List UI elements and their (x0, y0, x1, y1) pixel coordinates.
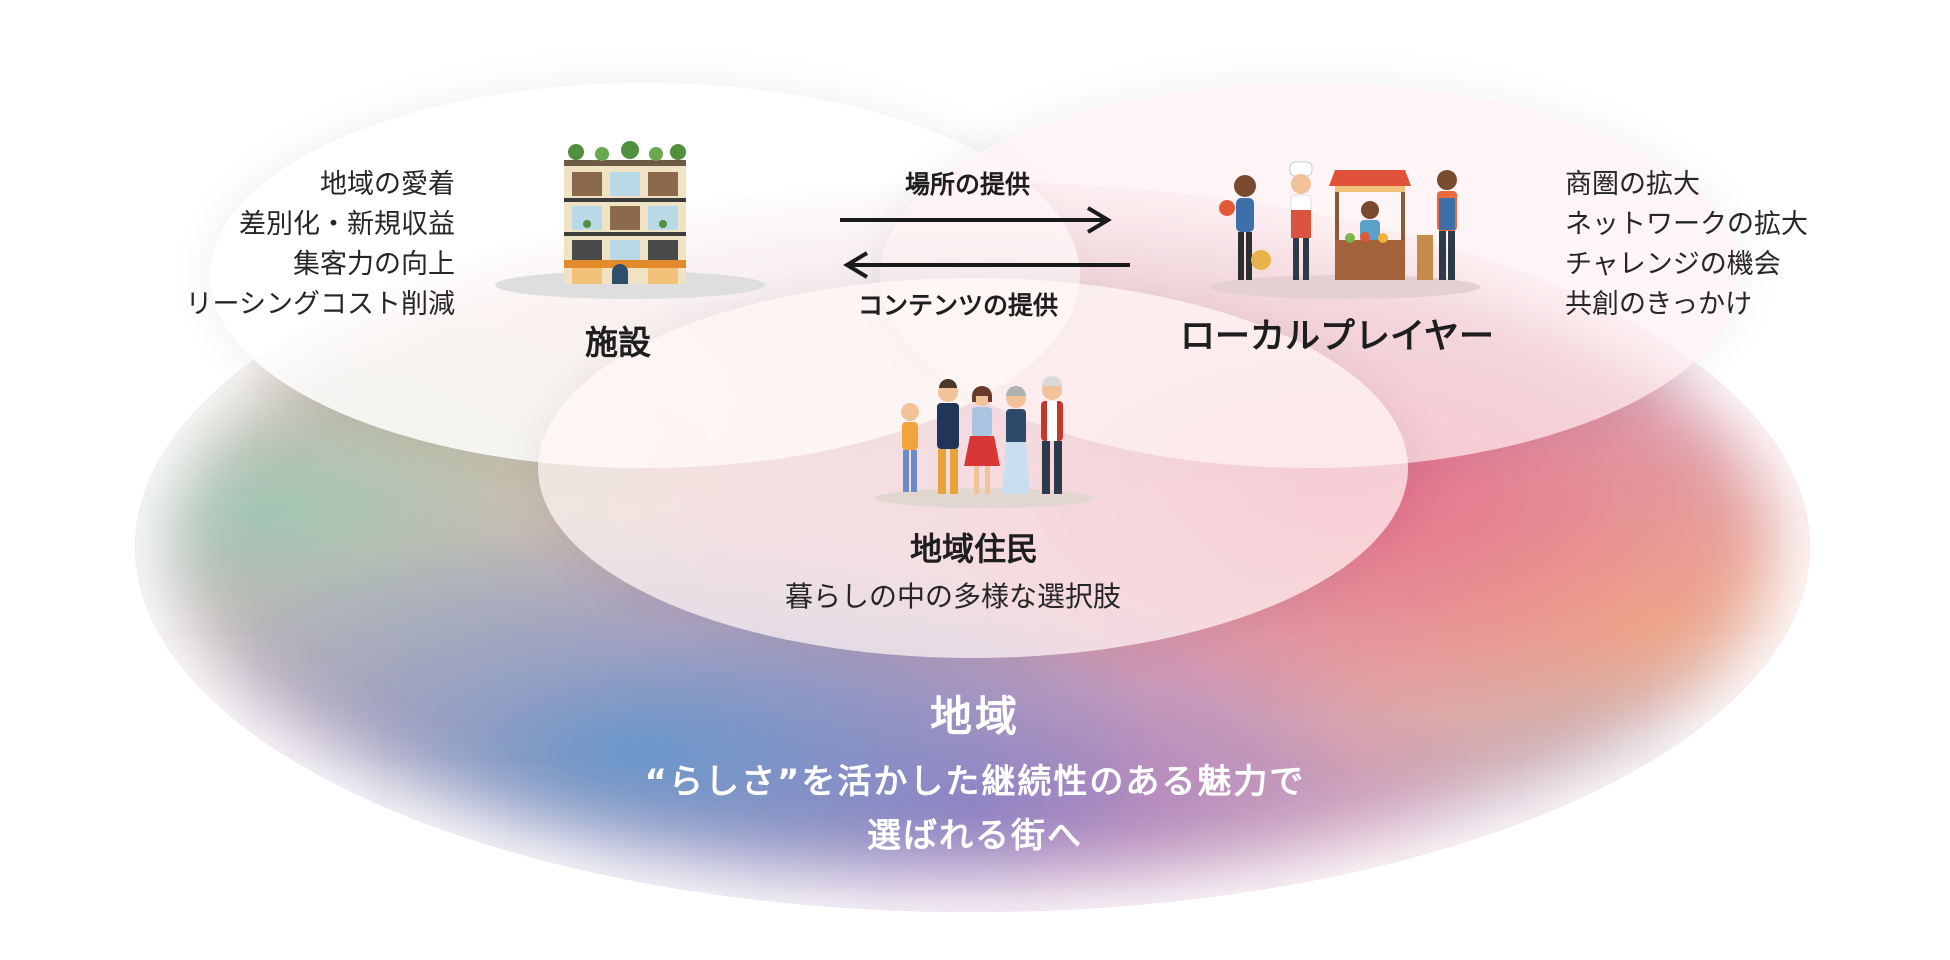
resident-oval (538, 278, 1408, 658)
resident-label: 地域住民 (910, 530, 1039, 568)
family-icon (875, 376, 1095, 508)
exchange-arrows (840, 206, 1130, 279)
local-player-benefit: 商圏の拡大 (1565, 169, 1700, 200)
region-tagline-line1: “らしさ”を活かした継続性のある魅力で (644, 762, 1306, 802)
local-player-benefit: 共創のきっかけ (1565, 289, 1753, 320)
building-icon (495, 141, 765, 299)
local-player-label: ローカルプレイヤー (1180, 317, 1494, 357)
region-title: 地域 (929, 692, 1020, 741)
facility-benefits: 地域の愛着 差別化・新規収益 集客力の向上 リーシングコスト削減 (186, 165, 455, 325)
facility-benefit: 集客力の向上 (293, 249, 455, 280)
local-player-benefits: 商圏の拡大 ネットワークの拡大 チャレンジの機会 共創のきっかけ (1565, 165, 1808, 325)
resident-subtitle: 暮らしの中の多様な選択肢 (785, 580, 1122, 613)
local-player-benefit: チャレンジの機会 (1565, 249, 1781, 280)
local-player-benefit: ネットワークの拡大 (1565, 209, 1808, 240)
facility-benefit: 差別化・新規収益 (239, 209, 455, 240)
content-provision-label: コンテンツの提供 (858, 291, 1059, 320)
facility-label: 施設 (585, 323, 651, 362)
region-tagline-line2: 選ばれる街へ (867, 816, 1083, 856)
facility-benefit: 地域の愛着 (320, 169, 455, 200)
place-provision-label: 場所の提供 (905, 170, 1031, 199)
facility-benefit: リーシングコスト削減 (185, 289, 455, 320)
vendors-icon (1210, 161, 1480, 299)
